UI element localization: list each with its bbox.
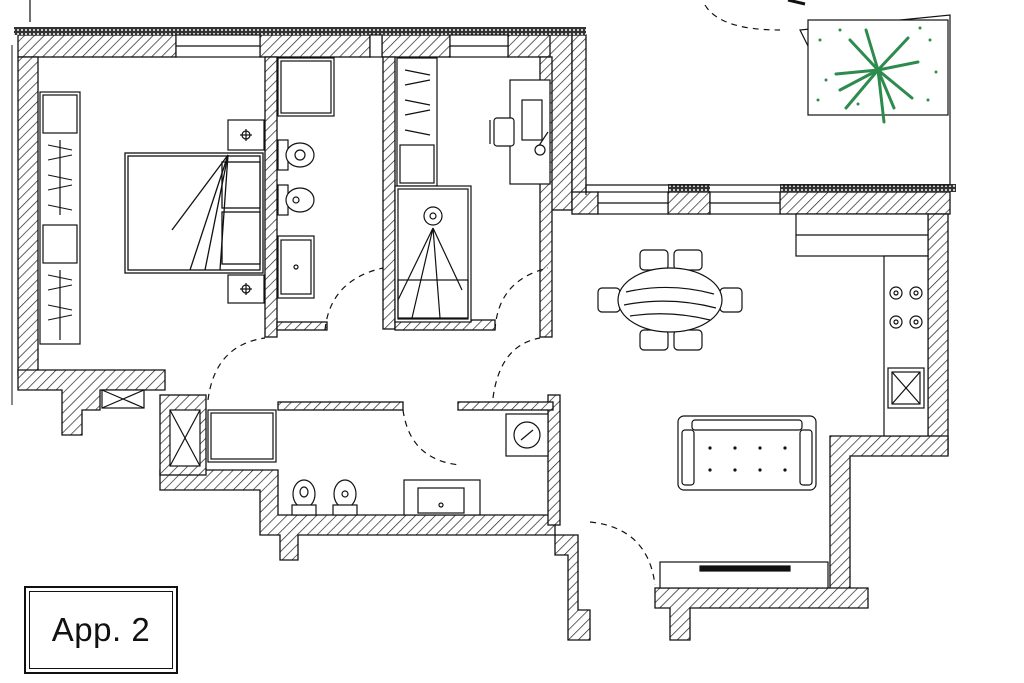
- sofa-icon: [677, 415, 817, 491]
- wall-kitchen-top-2: [667, 191, 711, 215]
- apartment-label-box: App. 2: [24, 586, 178, 674]
- wall-top-3: [381, 34, 451, 58]
- wall-corridor-top-1: [277, 401, 404, 411]
- wall-right-step: [571, 34, 587, 196]
- wardrobe-icon: [39, 91, 81, 345]
- door-bedroom2: [494, 267, 549, 331]
- stove-icon: [889, 286, 923, 329]
- shower-icon-2: [207, 409, 277, 463]
- wall-living-bottom: [654, 587, 869, 641]
- windows: [175, 34, 781, 215]
- single-bed-icon: [394, 185, 472, 323]
- wall-kitchen-top-3: [779, 191, 951, 215]
- wall-kitchen-trim-2: [780, 184, 956, 192]
- sink-icon: [277, 235, 315, 299]
- tv-unit-icon: [659, 561, 829, 589]
- shower-icon: [277, 57, 335, 117]
- wardrobe-hangers: [47, 144, 73, 321]
- door-living: [492, 337, 541, 399]
- washing-machine-icon: [505, 413, 549, 457]
- dining-table-icon: [597, 249, 743, 351]
- sofa-buttons: [708, 446, 787, 472]
- wall-left: [17, 56, 39, 376]
- door-bath1: [324, 267, 384, 331]
- toilet-icon-2: [291, 479, 317, 516]
- terrace: [585, 0, 951, 195]
- apartment-label-inner: App. 2: [29, 591, 173, 669]
- plant-icon: [834, 28, 920, 124]
- walls: [17, 34, 951, 641]
- wardrobe-small: [396, 57, 438, 187]
- door-entrance: [589, 521, 656, 586]
- wall-kitchen-trim: [668, 184, 710, 192]
- sink-icon-2: [403, 479, 481, 516]
- apartment-label: App. 2: [51, 611, 151, 648]
- wall-partition-1: [264, 56, 278, 338]
- wall-bedroom-bottom: [17, 369, 166, 436]
- wall-right-upper: [549, 34, 573, 211]
- wall-top-1: [17, 34, 177, 58]
- planter-dots: [816, 26, 938, 106]
- bidet-icon-2: [332, 479, 358, 516]
- storage-box: [101, 389, 201, 467]
- wall-top-trim: [14, 27, 586, 35]
- wall-kitchen-right: [927, 213, 949, 455]
- wall-partition-2: [382, 56, 396, 330]
- bed-icon: [124, 152, 264, 274]
- wall-living-right: [829, 435, 949, 591]
- toilet-icon: [277, 139, 315, 171]
- wall-kitchen-top-1: [571, 191, 599, 215]
- chair-icon: [489, 117, 515, 147]
- door-bedroom: [207, 337, 266, 401]
- wall-partition-4: [276, 321, 328, 331]
- wall-bath-right: [547, 394, 561, 526]
- door-bath2: [402, 409, 461, 466]
- wall-top-2: [259, 34, 371, 58]
- bidet-icon: [277, 184, 315, 216]
- desk-icon: [509, 79, 551, 185]
- wall-bath-bottom: [159, 469, 591, 641]
- kitchen-sink-icon: [887, 367, 925, 409]
- nightstand-icon: [227, 119, 265, 304]
- wall-corridor-top-2: [457, 401, 554, 411]
